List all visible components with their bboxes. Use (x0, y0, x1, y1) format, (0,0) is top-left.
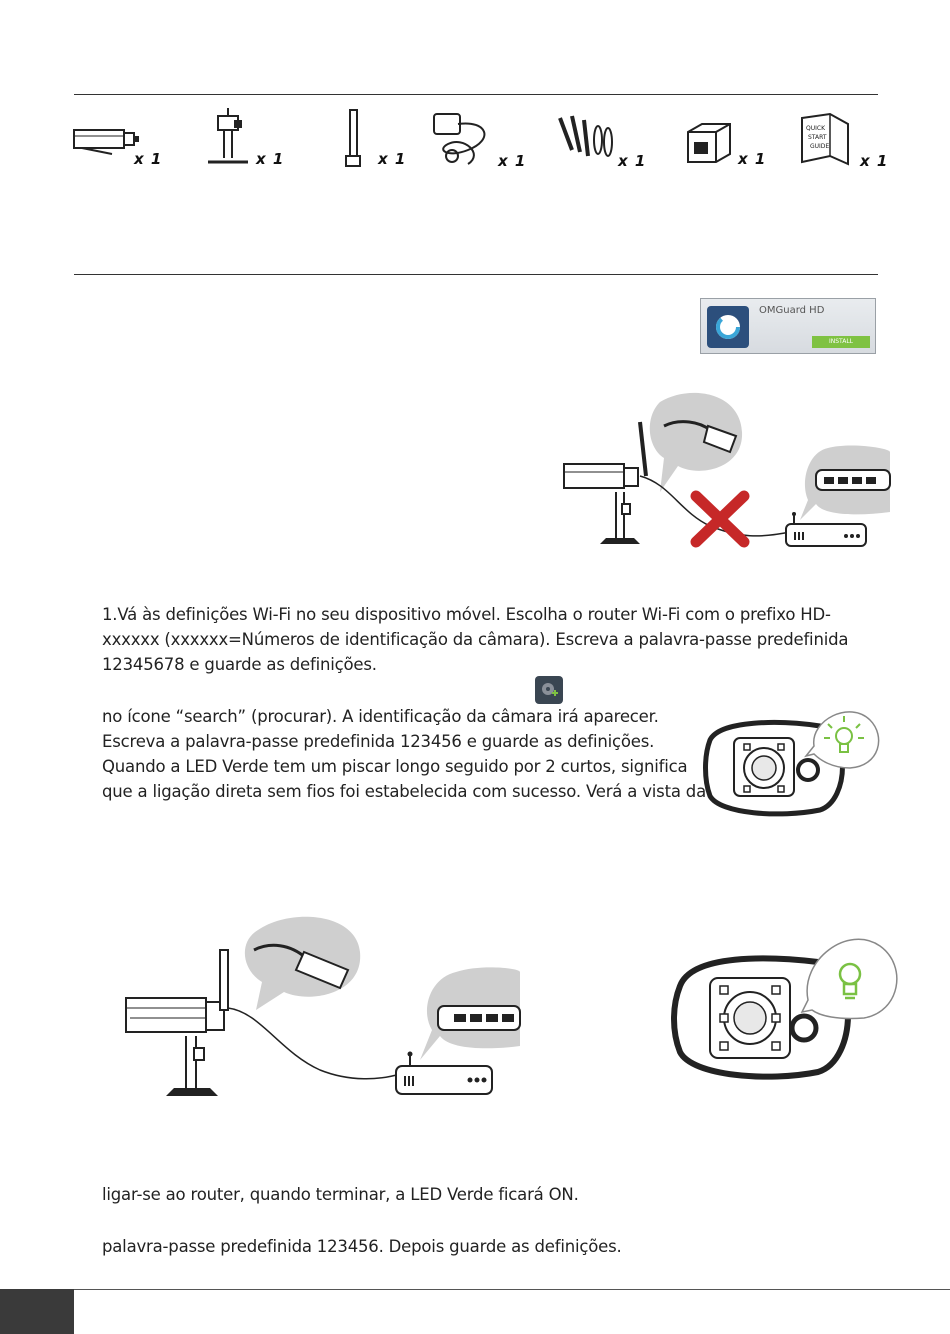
ethernet-cable-2 (227, 1007, 401, 1080)
step3-paragraph: ligar-se ao router, quando terminar, a L… (102, 1182, 579, 1207)
router-illustration-2 (395, 1051, 493, 1095)
step4-paragraph: palavra-passe predefinida 123456. Depois… (102, 1234, 622, 1259)
section-divider (74, 274, 878, 275)
power-adapter-icon (433, 113, 486, 165)
not-allowed-x-icon (690, 490, 750, 548)
screws-icon (558, 115, 613, 157)
qty-adapter: x 1 (498, 152, 527, 170)
step2-paragraph: no ícone “search” (procurar). A identifi… (102, 704, 706, 804)
app-logo (707, 306, 749, 348)
guide-text-1: QUICK (806, 125, 826, 132)
blinking-led-bulb-icon (824, 716, 864, 753)
network-connector-icon (687, 123, 731, 163)
install-button[interactable]: INSTALL (812, 336, 870, 348)
camera-icon (73, 129, 139, 155)
camera-back-blinking-led-illustration (703, 711, 880, 817)
qty-connector: x 1 (738, 150, 767, 168)
step4-line: palavra-passe predefinida 123456. Depois… (102, 1237, 622, 1256)
cable-plug-bubble (649, 392, 743, 492)
step2-line-4: que a ligação direta sem fios foi estabe… (102, 782, 706, 801)
camera-illustration (563, 421, 648, 544)
app-store-card[interactable]: OMGuard HD INSTALL (700, 298, 876, 354)
direct-connection-illustration (563, 392, 891, 548)
app-name: OMGuard HD (759, 305, 825, 316)
router-connection-illustration (125, 916, 521, 1096)
footer-page-tab (0, 1289, 74, 1334)
step1-line-1: 1.Vá às definições Wi-Fi no seu disposit… (102, 605, 831, 624)
guide-text-2: START (808, 134, 827, 141)
top-divider (74, 94, 878, 95)
add-camera-icon (535, 676, 563, 704)
app-logo-icon (716, 315, 740, 339)
qty-camera: x 1 (134, 150, 163, 168)
step3-line: ligar-se ao router, quando terminar, a L… (102, 1185, 579, 1204)
step2-line-1: no ícone “search” (procurar). A identifi… (102, 707, 659, 726)
router-ports-bubble (800, 445, 891, 520)
qty-screws: x 1 (618, 152, 647, 170)
router-ports-bubble-2 (420, 967, 521, 1060)
cable-plug-bubble-2 (244, 916, 361, 1010)
solid-led-bulb-icon (838, 962, 862, 1000)
camera-stand-icon (208, 108, 248, 164)
quick-start-guide-icon: QUICK START GUIDE (801, 112, 849, 166)
guide-text-3: GUIDE (810, 143, 829, 150)
qty-guide: x 1 (860, 152, 889, 170)
step1-line-2: xxxxxx (xxxxxx=Números de identificação … (102, 630, 849, 649)
qty-antenna: x 1 (378, 150, 407, 168)
step2-line-2: Escreva a palavra-passe predefinida 1234… (102, 732, 655, 751)
step2-line-3: Quando a LED Verde tem um piscar longo s… (102, 757, 688, 776)
step1-line-3: 12345678 e guarde as definições. (102, 655, 377, 674)
camera-illustration-2 (125, 949, 229, 1096)
step1-paragraph: 1.Vá às definições Wi-Fi no seu disposit… (102, 602, 848, 677)
antenna-icon (345, 109, 361, 167)
router-illustration (785, 512, 867, 547)
footer-divider (74, 1289, 950, 1290)
camera-back-solid-led-illustration (671, 938, 898, 1080)
qty-stand: x 1 (256, 150, 285, 168)
